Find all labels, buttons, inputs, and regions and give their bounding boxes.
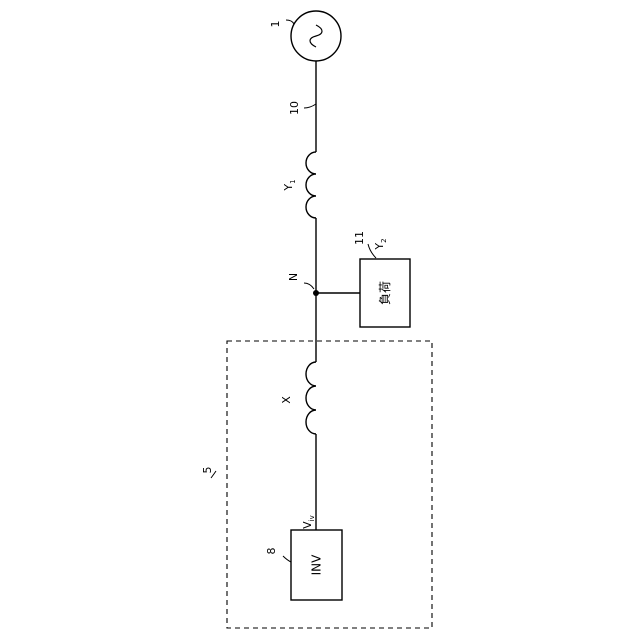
load-impedance-label: Y2 xyxy=(373,238,388,250)
sine-wave-icon xyxy=(310,25,322,47)
voltage-label-sub: iv xyxy=(308,515,316,521)
line-ref-label: 10 xyxy=(288,101,316,115)
inductor-y1 xyxy=(306,152,316,218)
device-ref-label: 5 xyxy=(201,467,216,479)
load-impedance-sub: 2 xyxy=(380,238,388,242)
inductor-x xyxy=(306,362,316,434)
source-ref-text: 1 xyxy=(269,21,282,28)
load-box-label: 負荷 xyxy=(378,281,392,305)
inductor-y1-label: Y1 xyxy=(282,179,297,191)
inverter-ref-label: 8 xyxy=(265,548,291,563)
inverter-ref-text: 8 xyxy=(265,548,278,555)
inverter-box: INV xyxy=(291,530,342,600)
inductor-y1-label-sub: 1 xyxy=(289,179,297,183)
ac-source xyxy=(291,11,341,61)
source-ref-label: 1 xyxy=(269,20,294,28)
load-box: 負荷 xyxy=(360,259,410,327)
node-n-text: N xyxy=(287,273,300,281)
inverter-box-label: INV xyxy=(310,554,324,576)
load-ref-text: 11 xyxy=(353,231,366,245)
inductor-x-label: X xyxy=(280,396,293,404)
device-ref-text: 5 xyxy=(201,467,214,474)
voltage-label: Viv xyxy=(301,515,316,529)
line-ref-text: 10 xyxy=(288,101,301,115)
node-n-label: N xyxy=(287,273,314,289)
